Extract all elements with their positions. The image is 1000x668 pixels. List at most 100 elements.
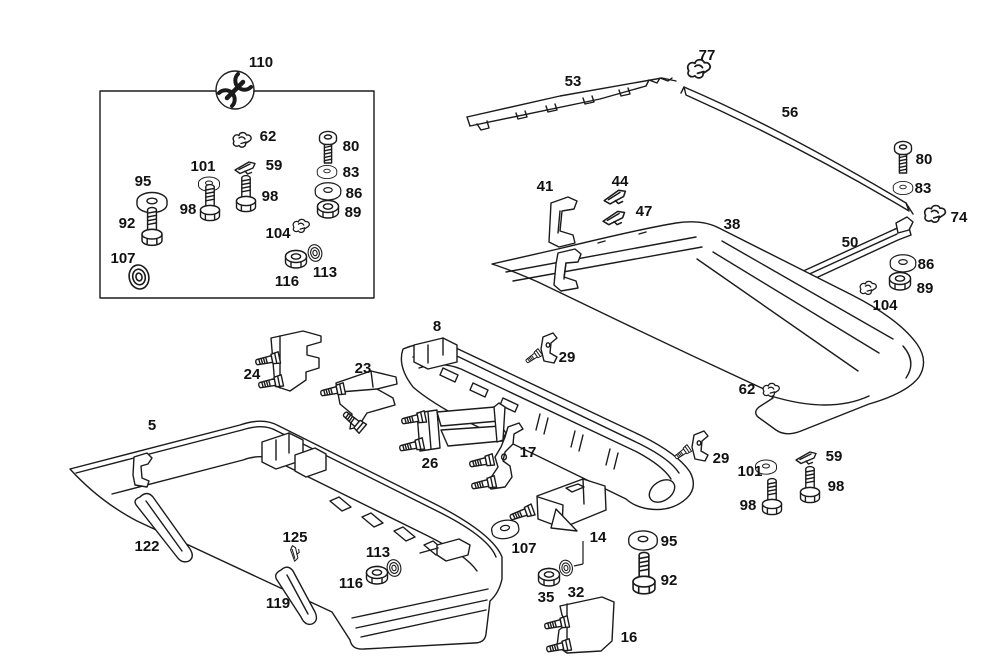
callout-41-label: 41 xyxy=(537,178,554,195)
callout-14-label: 14 xyxy=(590,529,607,546)
bolt-h-glyph-part-17 xyxy=(469,475,498,493)
part-122-blade xyxy=(134,492,193,563)
grommet-glyph-part-107 xyxy=(126,262,152,292)
bolt-h-glyph-part-17 xyxy=(467,453,496,471)
callout-89-label: 89 xyxy=(345,204,362,221)
washer-glyph-part-83 xyxy=(892,181,914,196)
callout-38-label: 38 xyxy=(724,216,741,233)
part-41-bracket xyxy=(548,196,578,248)
part-29-bracket-right xyxy=(691,430,709,462)
grommet-glyph-part-113 xyxy=(306,242,324,264)
clip-flat-glyph-part-44 xyxy=(602,188,628,206)
callout-116-label: 116 xyxy=(339,575,363,592)
callout-98-label: 98 xyxy=(262,188,279,205)
callout-44-label: 44 xyxy=(612,173,629,190)
bolt-h-glyph-part-29 xyxy=(523,348,544,366)
part-38-mounting-bracket xyxy=(553,248,582,292)
callout-110-label: 110 xyxy=(249,54,273,71)
nut-glyph-part-35 xyxy=(537,567,561,587)
part-29-bracket-left xyxy=(540,332,558,364)
washer-glyph-part-86 xyxy=(889,254,917,273)
callout-labels-layer: 1106259101959898921071041161138083868977… xyxy=(110,47,968,646)
callout-80-label: 80 xyxy=(343,138,360,155)
callout-26-label: 26 xyxy=(422,455,439,472)
leader-lines-layer xyxy=(573,541,584,567)
callout-101-label: 101 xyxy=(190,158,215,175)
part-14-bracket xyxy=(536,478,607,532)
callout-92-label: 92 xyxy=(119,215,136,232)
clip-flat-glyph-part-47 xyxy=(601,210,627,227)
bolt-v-glyph-part-92 xyxy=(141,206,163,247)
screw-glyph-part-80 xyxy=(893,140,913,174)
callout-107-label: 107 xyxy=(511,540,536,557)
callout-77-label: 77 xyxy=(699,47,716,64)
bolt-h-glyph-part-26 xyxy=(397,437,426,455)
clip-flat-glyph-part-59 xyxy=(795,451,817,465)
part-119-blade xyxy=(274,566,318,626)
callout-8-label: 8 xyxy=(433,318,441,335)
callout-86-label: 86 xyxy=(346,185,363,202)
callout-56-label: 56 xyxy=(782,104,799,121)
callout-5-label: 5 xyxy=(148,417,156,434)
part-5-bumper-cover xyxy=(69,420,503,650)
clip-s-glyph-part-74 xyxy=(923,204,947,223)
callout-104-label: 104 xyxy=(872,297,898,314)
clip-flat-glyph-part-59 xyxy=(234,161,256,175)
callout-98-label: 98 xyxy=(740,497,757,514)
part-17-bracket xyxy=(485,422,524,490)
bolt-h-glyph-part-24 xyxy=(256,374,285,392)
bolt-v-glyph-part-98 xyxy=(761,477,783,516)
part-56-molding-strip xyxy=(680,86,914,215)
callout-47-label: 47 xyxy=(636,203,653,220)
bolt-h-glyph-part-14 xyxy=(507,503,536,524)
callout-50-label: 50 xyxy=(842,234,859,251)
clip-s-glyph-part-62 xyxy=(232,131,252,148)
callout-125-label: 125 xyxy=(282,529,307,546)
callout-53-label: 53 xyxy=(565,73,582,90)
callout-122-label: 122 xyxy=(134,538,159,555)
part-26-bracket xyxy=(416,402,507,452)
callout-74-label: 74 xyxy=(951,209,968,226)
part-53-trim-strip xyxy=(466,77,677,131)
nut-glyph-part-89 xyxy=(316,199,340,219)
wrench-icon xyxy=(217,72,253,108)
leader-line xyxy=(573,563,584,567)
callout-101-label: 101 xyxy=(737,463,762,480)
callout-62-label: 62 xyxy=(739,381,756,398)
bolt-v-glyph-part-98 xyxy=(235,174,257,213)
callout-113-label: 113 xyxy=(313,264,337,281)
bolt-v-glyph-part-92 xyxy=(632,551,656,595)
part-23-bracket xyxy=(335,370,398,430)
screw-glyph-part-80 xyxy=(318,130,338,164)
grommet-glyph-part-32 xyxy=(557,558,575,578)
callout-83-label: 83 xyxy=(343,164,360,181)
nut-glyph-part-116 xyxy=(365,565,389,585)
callout-98-label: 98 xyxy=(828,478,845,495)
washer-glyph-part-86 xyxy=(314,182,342,201)
callout-116-label: 116 xyxy=(275,273,299,290)
callout-32-label: 32 xyxy=(568,584,585,601)
washer-glyph-part-83 xyxy=(316,165,338,180)
clip-s-glyph-part-104 xyxy=(859,280,877,296)
callout-16-label: 16 xyxy=(621,629,638,646)
bolt-h-glyph-part-29 xyxy=(672,444,693,462)
clip-s-glyph-part-104 xyxy=(292,218,310,234)
part-8-bumper-beam xyxy=(400,337,695,511)
callout-98-label: 98 xyxy=(180,201,197,218)
callout-107-label: 107 xyxy=(110,250,135,267)
callout-119-label: 119 xyxy=(266,595,290,612)
washer-glyph-part-95 xyxy=(628,530,658,551)
callout-104-label: 104 xyxy=(265,225,291,242)
callout-62-label: 62 xyxy=(260,128,277,145)
callout-89-label: 89 xyxy=(917,280,934,297)
callout-86-label: 86 xyxy=(918,256,935,273)
callout-59-label: 59 xyxy=(826,448,843,465)
callout-113-label: 113 xyxy=(366,544,390,561)
callout-29-label: 29 xyxy=(559,349,576,366)
callout-29-label: 29 xyxy=(713,450,730,467)
callout-35-label: 35 xyxy=(538,589,555,606)
bolt-v-glyph-part-98 xyxy=(799,465,821,504)
callout-83-label: 83 xyxy=(915,180,932,197)
